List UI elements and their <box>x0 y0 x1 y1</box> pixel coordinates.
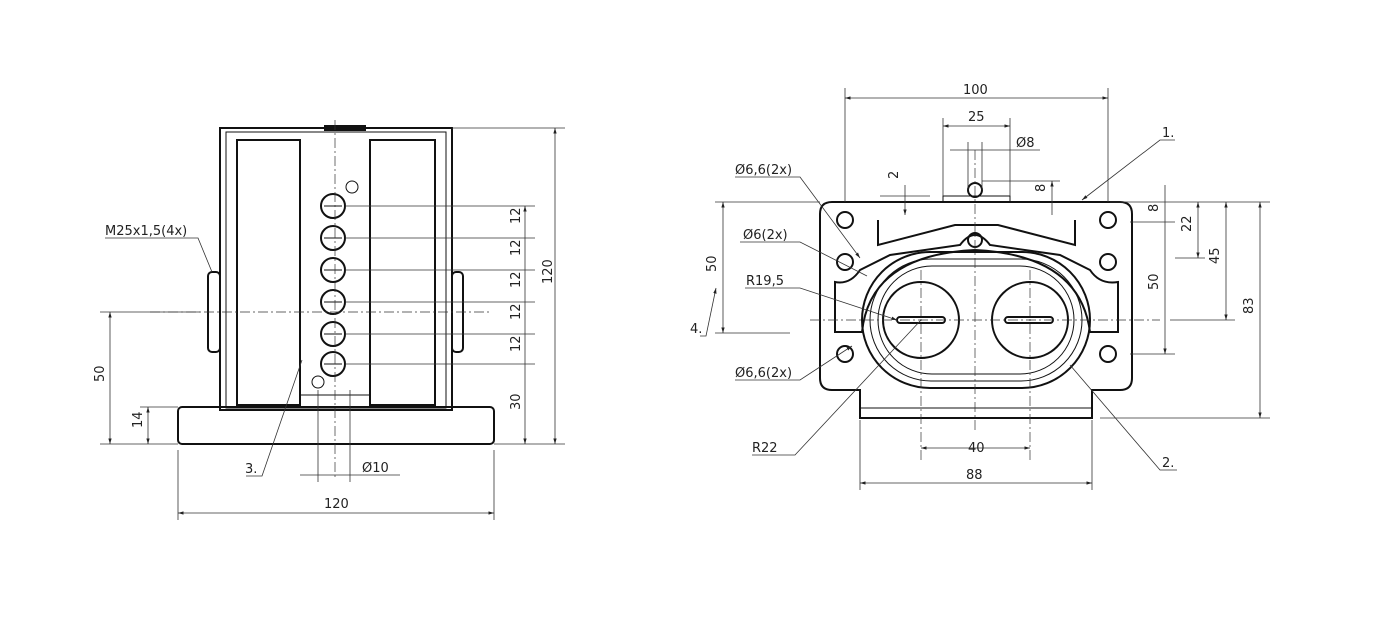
dim-spacing-4: 12 <box>509 303 524 320</box>
dim-pin-height: 8 <box>1034 184 1049 192</box>
left-panel <box>236 139 301 406</box>
dim-height: 120 <box>541 259 556 284</box>
dim-gap: 2 <box>887 171 902 179</box>
label-hole-6: Ø6(2x) <box>743 228 788 243</box>
dim-40: 40 <box>968 441 985 456</box>
dim-22: 22 <box>1180 215 1195 232</box>
front-view: 120 12 12 12 12 12 30 50 14 120 Ø10 M25x… <box>93 120 565 520</box>
label-thread: M25x1,5(4x) <box>105 224 187 239</box>
dim-hole-dia: Ø10 <box>362 461 389 476</box>
led-column <box>320 193 346 377</box>
dim-pin-dia: Ø8 <box>1016 136 1035 151</box>
dim-spacing-5: 12 <box>509 335 524 352</box>
dim-bottom-offset: 30 <box>509 393 524 410</box>
housing-body <box>219 127 453 411</box>
dim-83: 83 <box>1242 297 1257 314</box>
label-r22: R22 <box>752 441 778 456</box>
side-view: 100 25 Ø8 2 8 8 22 45 50 83 50 40 88 Ø6,… <box>690 83 1270 490</box>
dim-spacing-2: 12 <box>509 239 524 256</box>
flange-plate <box>819 201 1133 419</box>
right-panel <box>369 139 436 406</box>
dim-width: 120 <box>324 497 349 512</box>
label-hole-6-6-top: Ø6,6(2x) <box>735 163 792 178</box>
mounting-holes <box>836 211 1117 363</box>
dim-top-offset: 8 <box>1147 204 1162 212</box>
label-r19-5: R19,5 <box>746 274 784 289</box>
label-item-1: 1. <box>1162 126 1174 141</box>
dim-axis-height: 50 <box>93 365 108 382</box>
label-item-2: 2. <box>1162 456 1174 471</box>
dim-50-right: 50 <box>1147 273 1162 290</box>
dim-base-height: 14 <box>131 411 146 428</box>
dim-45: 45 <box>1208 247 1223 264</box>
dim-spacing-3: 12 <box>509 271 524 288</box>
dim-88: 88 <box>966 468 983 483</box>
dim-pin-spacing: 25 <box>968 110 985 125</box>
label-item-3: 3. <box>245 462 257 477</box>
dim-width: 100 <box>963 83 988 98</box>
dim-spacing-1: 12 <box>509 207 524 224</box>
label-hole-6-6-bottom: Ø6,6(2x) <box>735 366 792 381</box>
dim-50-left: 50 <box>705 255 720 272</box>
label-item-4: 4. <box>690 322 702 337</box>
base <box>177 406 495 445</box>
